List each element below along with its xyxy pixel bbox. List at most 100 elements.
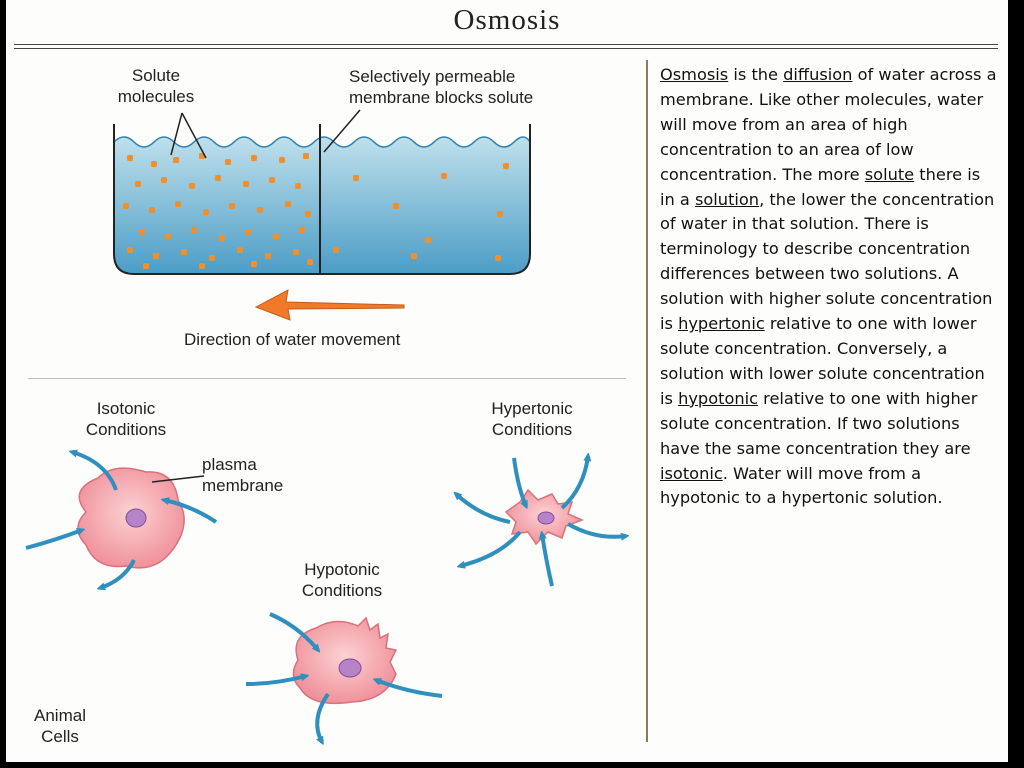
text-segment: there is in a xyxy=(660,164,981,209)
water-direction-arrow xyxy=(254,289,405,321)
hypotonic-nucleus xyxy=(338,658,362,678)
membrane-pointer xyxy=(323,109,361,153)
solute-dot xyxy=(411,253,417,259)
isotonic-arrow-in-1 xyxy=(25,530,82,550)
hypotonic-arrow-in-2 xyxy=(245,676,306,686)
term-isotonic: isotonic xyxy=(660,463,723,483)
osmosis-explanation: Osmosis is the diffusion of water across… xyxy=(660,63,1000,511)
solute-dot xyxy=(265,253,271,259)
solute-molecules xyxy=(123,153,509,269)
plasma-membrane-label: plasma membrane xyxy=(202,455,284,495)
figure-divider xyxy=(28,378,626,379)
hypotonic-label: Hypotonic Conditions xyxy=(301,560,383,600)
solute-dot xyxy=(219,235,225,241)
solute-dot xyxy=(135,181,141,187)
solute-dot xyxy=(441,173,447,179)
page: Osmosis xyxy=(6,0,1008,762)
solute-dot xyxy=(149,207,155,213)
solute-dot xyxy=(353,175,359,181)
solute-dot xyxy=(199,263,205,269)
solute-dot xyxy=(165,233,171,239)
solute-molecules-label: Solute molecules xyxy=(117,66,195,106)
hypertonic-arrow-in-1 xyxy=(512,457,528,506)
solute-dot xyxy=(225,159,231,165)
solute-dot xyxy=(503,163,509,169)
solute-dot xyxy=(285,201,291,207)
solute-dot xyxy=(269,177,275,183)
column-divider xyxy=(646,60,648,742)
solute-dot xyxy=(215,175,221,181)
solute-dot xyxy=(209,255,215,261)
solute-dot xyxy=(333,247,339,253)
solute-dot xyxy=(425,237,431,243)
solute-dot xyxy=(393,203,399,209)
title-rule-top xyxy=(14,44,998,45)
solute-dot xyxy=(279,157,285,163)
text-segment: relative to one with lower solute concen… xyxy=(660,314,985,408)
hypotonic-arrow-in-1 xyxy=(269,612,318,650)
solute-dot xyxy=(305,211,311,217)
beaker-outline xyxy=(113,124,531,275)
solute-dot xyxy=(127,155,133,161)
term-diffusion: diffusion xyxy=(783,65,853,84)
isotonic-arrow-out-2 xyxy=(100,559,136,588)
solute-dot xyxy=(173,157,179,163)
term-hypotonic: hypotonic xyxy=(678,388,759,408)
solute-dot xyxy=(495,255,501,261)
title-rule-bottom xyxy=(14,48,998,49)
page-title: Osmosis xyxy=(453,4,561,36)
hypertonic-arrow-out-2 xyxy=(460,530,522,566)
isotonic-arrow-in-2 xyxy=(164,500,218,524)
solute-dot xyxy=(175,201,181,207)
text-segment: is the xyxy=(728,65,784,84)
solute-dot xyxy=(293,249,299,255)
hypotonic-arrow-in-3 xyxy=(376,680,443,698)
solute-dot xyxy=(181,249,187,255)
hypotonic-arrow-out-1 xyxy=(315,692,330,742)
osmosis-illustration xyxy=(25,109,646,762)
text-segment: , the lower the concentration of water i… xyxy=(660,189,995,334)
solute-dot xyxy=(245,229,251,235)
hypertonic-cell xyxy=(456,456,626,587)
solute-dot xyxy=(257,207,263,213)
term-solution: solution xyxy=(694,189,760,209)
term-osmosis: Osmosis xyxy=(660,65,729,84)
solute-dot xyxy=(203,209,209,215)
isotonic-cell xyxy=(25,452,218,588)
hypertonic-nucleus xyxy=(537,511,555,525)
solute-pointer-b xyxy=(181,112,207,159)
membrane-label: Selectively permeable membrane blocks so… xyxy=(349,67,534,107)
solute-dot xyxy=(123,203,129,209)
plasma-membrane-pointer xyxy=(151,475,205,483)
water-direction-label: Direction of water movement xyxy=(184,330,401,349)
solute-dot xyxy=(139,229,145,235)
solute-dot xyxy=(237,247,243,253)
text-segment: relative to one with higher solute conce… xyxy=(660,388,978,458)
hypertonic-arrow-out-3 xyxy=(560,456,588,510)
animal-cells-label: Animal Cells xyxy=(34,706,86,746)
solute-dot xyxy=(497,211,503,217)
solute-dot xyxy=(191,227,197,233)
term-solute: solute xyxy=(864,164,915,184)
solute-dot xyxy=(303,153,309,159)
solute-dot xyxy=(251,261,257,267)
solute-dot xyxy=(143,263,149,269)
term-hypertonic: hypertonic xyxy=(678,314,765,334)
solute-dot xyxy=(229,203,235,209)
hypertonic-arrow-out-4 xyxy=(567,522,626,537)
hypertonic-arrow-in-2 xyxy=(542,534,554,587)
solute-dot xyxy=(151,161,157,167)
text-segment: . Water will move from a hypotonic to a … xyxy=(660,463,943,508)
solute-dot xyxy=(153,253,159,259)
text-segment: of water across a membrane. Like other m… xyxy=(660,65,997,184)
solute-dot xyxy=(189,183,195,189)
solute-dot xyxy=(273,233,279,239)
hypotonic-cell xyxy=(245,612,443,742)
solute-dot xyxy=(243,181,249,187)
beaker xyxy=(113,109,531,275)
solute-dot xyxy=(299,227,305,233)
isotonic-arrow-out-1 xyxy=(72,452,118,491)
water-surface xyxy=(113,136,531,148)
hypertonic-arrow-out-1 xyxy=(456,494,511,524)
solute-pointer-a xyxy=(170,112,183,156)
